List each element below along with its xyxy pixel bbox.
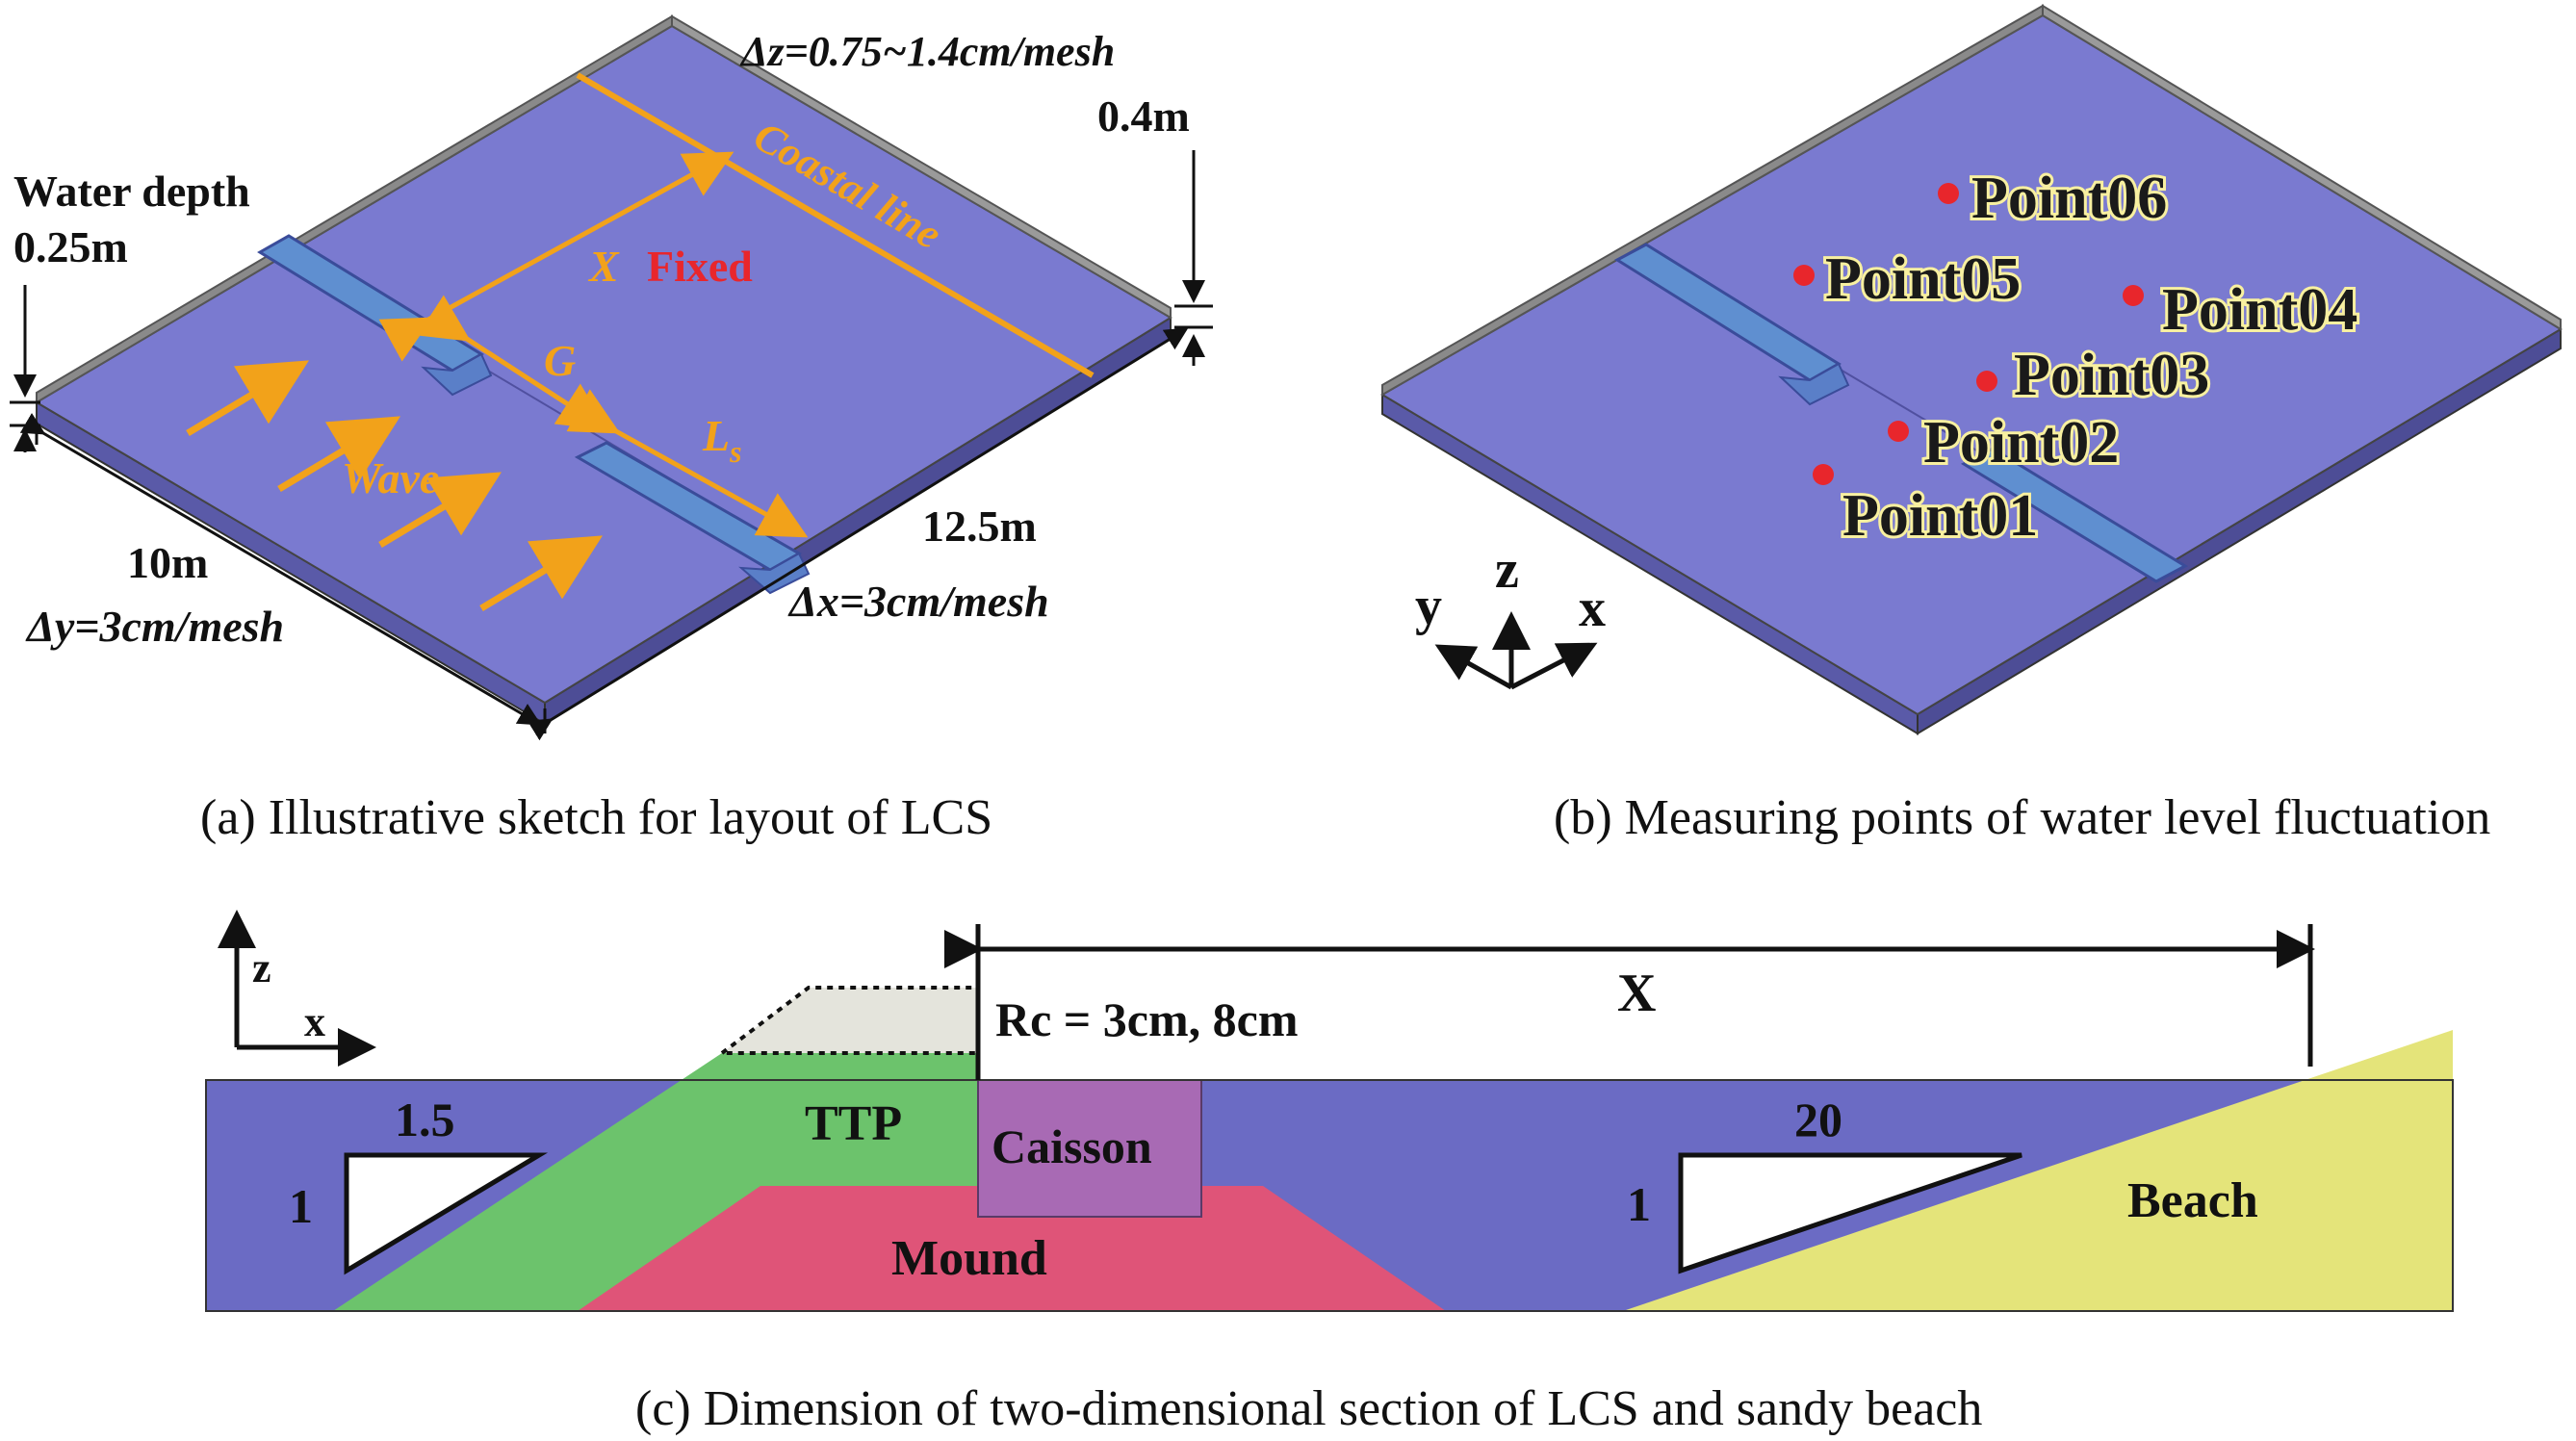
- point03-marker: [1976, 371, 1997, 392]
- point03-label: Point03: [2014, 343, 2209, 408]
- point04-marker: [2123, 285, 2144, 306]
- dy-label: Δy=3cm/mesh: [25, 602, 284, 651]
- breakwater-structure: [1778, 362, 1850, 406]
- point06-label: Point06: [1971, 166, 2167, 231]
- panel-a: Coastal line X Fixed G Ls Wave Δz=0.75~1…: [10, 14, 1213, 845]
- point02-marker: [1888, 421, 1909, 442]
- panel-b: Point06 Point05 Point04 Point03 Point02 …: [1380, 4, 2563, 845]
- x-length-label: 12.5m: [922, 502, 1037, 551]
- axis-x-label: x: [304, 998, 325, 1045]
- water-depth-label: Water depth: [13, 167, 250, 216]
- x-dimension-arrow: [378, 151, 734, 362]
- mound-label: Mound: [891, 1231, 1047, 1286]
- slope-triangle-1: [344, 1152, 549, 1275]
- point01-label: Point01: [1842, 483, 2038, 549]
- g-label: G: [544, 336, 576, 385]
- panel-c: 1.5 1 20 1 TTP Caisson Mound Beach X Rc …: [205, 910, 2454, 1436]
- axis-y-label: y: [1415, 577, 1442, 636]
- slope-triangle-2: [1678, 1152, 2022, 1274]
- caption-c: (c) Dimension of two-dimensional section…: [635, 1381, 1982, 1436]
- domain-wall: [2042, 4, 2562, 331]
- x-label: X: [1617, 964, 1656, 1023]
- y-length-label: 10m: [127, 538, 208, 587]
- x-label: X: [587, 242, 620, 291]
- caption-b: (b) Measuring points of water level fluc…: [1554, 790, 2490, 845]
- water-depth-value: 0.25m: [13, 222, 128, 271]
- point01-marker: [1813, 464, 1834, 485]
- y-dimension-line: [19, 413, 542, 726]
- mound: [578, 1186, 1446, 1311]
- coastal-line: [576, 72, 1095, 378]
- dz-label: Δz=0.75~1.4cm/mesh: [739, 28, 1115, 75]
- point05-marker: [1793, 265, 1815, 286]
- caisson: [977, 1079, 1202, 1218]
- point06-marker: [1938, 183, 1959, 204]
- beach-slope: [1623, 1030, 2453, 1311]
- x-dimension-line: [527, 327, 1189, 741]
- breakwater-structure: [1960, 447, 2189, 583]
- rc-label: Rc = 3cm, 8cm: [995, 992, 1298, 1046]
- slope2-run: 20: [1794, 1093, 1842, 1146]
- height-label: 0.4m: [1097, 91, 1190, 141]
- caisson-label: Caisson: [992, 1119, 1152, 1173]
- crest-extension: [716, 986, 980, 1055]
- axis-z-label: z: [252, 944, 271, 991]
- fixed-label: Fixed: [647, 242, 753, 291]
- y-axis-arrow: [1434, 644, 1513, 690]
- axis-x-label: x: [1579, 579, 1606, 638]
- domain-top: [1380, 13, 2563, 716]
- section-outline: [205, 1079, 2454, 1312]
- point04-label: Point04: [2162, 277, 2357, 343]
- slope1-rise: 1: [289, 1179, 313, 1233]
- point05-label: Point05: [1825, 246, 2021, 312]
- slope2-rise: 1: [1627, 1177, 1651, 1231]
- beach-label: Beach: [2127, 1173, 2258, 1228]
- ttp-label: TTP: [805, 1096, 902, 1151]
- axis-z-label: z: [1495, 540, 1519, 600]
- point02-label: Point02: [1923, 410, 2119, 476]
- wave-label: Wave: [342, 453, 439, 502]
- dx-label: Δx=3cm/mesh: [787, 577, 1049, 626]
- slope1-run: 1.5: [395, 1093, 455, 1146]
- x-axis-arrow: [1509, 642, 1598, 690]
- caption-a: (a) Illustrative sketch for layout of LC…: [200, 790, 992, 845]
- domain-wall: [671, 14, 1172, 320]
